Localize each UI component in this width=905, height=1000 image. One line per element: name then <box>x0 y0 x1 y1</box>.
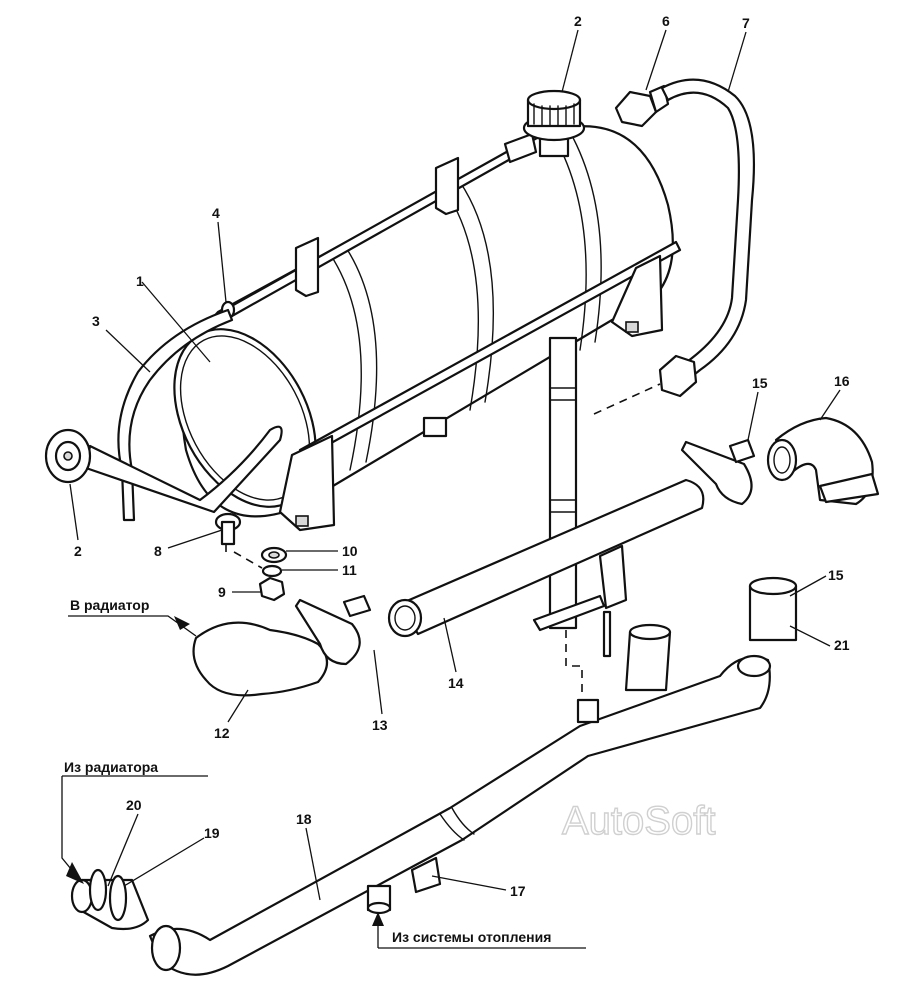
vent-rod <box>226 132 538 318</box>
label-13: 13 <box>372 717 388 733</box>
label-17: 17 <box>510 883 526 899</box>
leader-3 <box>105 329 151 373</box>
label-3: 3 <box>92 313 100 329</box>
alignment-line-bolt <box>225 544 263 569</box>
overflow-pipe-3 <box>117 308 234 522</box>
alignment-line-pipe7 <box>593 383 661 415</box>
flow-label-from-heating: Из системы отопления <box>392 929 551 945</box>
alignment-line-tap <box>565 630 583 698</box>
clamp-15-upper <box>680 438 756 506</box>
connector-21 <box>624 623 672 692</box>
label-9: 9 <box>218 584 226 600</box>
leader-8 <box>167 529 223 549</box>
label-1: 1 <box>136 273 144 289</box>
spring-washer-11 <box>261 564 283 578</box>
steam-pipe-7 <box>660 78 756 380</box>
heating-inlet-stub <box>366 884 392 915</box>
flow-from-radiator <box>61 775 208 884</box>
tank-bracket-rear <box>610 254 664 338</box>
filler-cap-side <box>44 428 92 484</box>
leader-15-lower <box>789 575 827 597</box>
leader-20 <box>107 813 139 887</box>
leader-4 <box>217 221 227 303</box>
label-16: 16 <box>834 373 850 389</box>
leader-16 <box>819 389 841 421</box>
inlet-pipe <box>84 425 283 514</box>
label-15-lower: 15 <box>828 567 844 583</box>
leader-2-top <box>561 29 579 93</box>
tank-bracket-front <box>278 434 336 532</box>
leader-12 <box>227 689 249 723</box>
hose-clamp-19 <box>88 868 128 922</box>
label-8: 8 <box>154 543 162 559</box>
label-19: 19 <box>204 825 220 841</box>
leader-6 <box>645 29 667 91</box>
label-12: 12 <box>214 725 230 741</box>
elbow-hose-16 <box>766 416 880 506</box>
label-11: 11 <box>342 562 357 578</box>
hose-clamp-13 <box>294 594 372 666</box>
tank-bottom-stud <box>422 416 448 438</box>
label-2-side: 2 <box>74 543 82 559</box>
leader-7 <box>727 31 747 93</box>
water-pipe-18 <box>148 654 772 976</box>
label-4: 4 <box>212 205 220 221</box>
label-15-upper: 15 <box>752 375 768 391</box>
pipe-stub <box>576 698 600 724</box>
leader-17 <box>431 875 507 891</box>
label-20: 20 <box>126 797 142 813</box>
label-2-top: 2 <box>574 13 582 29</box>
label-21: 21 <box>834 637 850 653</box>
label-14: 14 <box>448 675 464 691</box>
leader-21 <box>789 625 831 647</box>
bolt-8 <box>214 512 242 546</box>
expansion-tank-body <box>173 125 682 518</box>
leader-1 <box>141 281 211 363</box>
union-fitting-6 <box>614 84 670 128</box>
tank-outlet-pipe <box>548 336 578 630</box>
leader-2-side <box>69 483 79 541</box>
leader-13 <box>373 649 383 715</box>
connector-15-lower <box>748 576 798 642</box>
pipe-bracket-17 <box>410 856 442 894</box>
label-7: 7 <box>742 15 750 31</box>
flow-label-to-radiator: В радиатор <box>70 597 149 613</box>
tube-14 <box>387 478 705 638</box>
label-6: 6 <box>662 13 670 29</box>
flow-from-heating <box>372 912 586 949</box>
drain-tap <box>532 544 628 658</box>
watermark: AutoSoft <box>562 799 715 843</box>
flow-to-radiator <box>68 615 197 637</box>
nut-9 <box>258 576 286 602</box>
radiator-hose-12 <box>192 621 329 697</box>
flow-label-from-radiator: Из радиатора <box>64 759 158 775</box>
washer-10 <box>260 546 288 564</box>
leader-19 <box>123 837 205 887</box>
leader-15-upper <box>747 391 759 441</box>
leader-14 <box>443 617 457 673</box>
filler-cap-top <box>522 89 586 158</box>
label-18: 18 <box>296 811 312 827</box>
leader-18 <box>305 827 321 901</box>
label-10: 10 <box>342 543 358 559</box>
union-nut-7 <box>658 354 698 398</box>
